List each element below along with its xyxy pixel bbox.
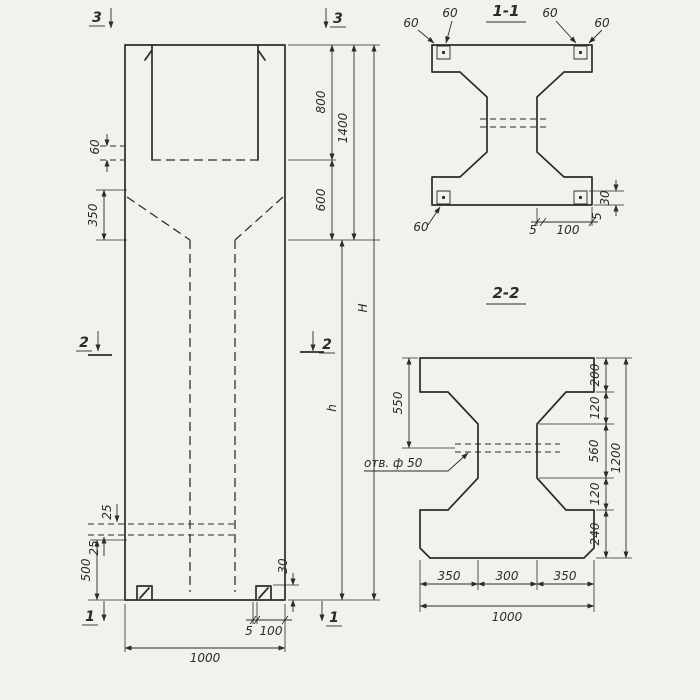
dim-ticks-foot <box>249 615 289 625</box>
hole-hidden-lines <box>455 443 560 453</box>
column-outline <box>124 44 286 601</box>
sec1-dim-5: 5 <box>529 223 537 237</box>
dim-25-bottom: 25 <box>87 540 101 555</box>
section-1-1-web-hidden-lines <box>480 118 546 128</box>
hidden-edge-lines <box>126 159 284 592</box>
sec2-dim-120-lower: 120 <box>588 482 602 505</box>
sec1-dim-60-tr-inner: 60 <box>542 6 558 20</box>
sec2-dim-350-left: 350 <box>438 569 461 583</box>
embedded-plates <box>436 45 588 205</box>
plate-anchor-dot <box>578 195 583 200</box>
section-marker-1: 1 1 <box>82 601 342 627</box>
leader-60-top-right-inner <box>555 20 577 44</box>
sec1-dim-60-tl-inner: 60 <box>442 6 458 20</box>
section-1-1-outline <box>431 44 593 206</box>
sec2-dim-550: 550 <box>391 391 405 414</box>
dim-60: 60 <box>88 139 102 155</box>
dim-100: 100 <box>260 624 283 638</box>
dim-500: 500 <box>79 558 93 581</box>
dim-350: 350 <box>86 203 100 226</box>
hidden-detail-lines <box>88 145 237 536</box>
dim-h: h <box>325 404 339 412</box>
dim-5: 5 <box>245 624 253 638</box>
leader-60-bottom-left <box>427 206 441 226</box>
dim-H: H <box>356 303 370 312</box>
dim-1400: 1400 <box>336 112 350 143</box>
sec2-dim-200: 200 <box>588 363 602 386</box>
sec2-dim-240: 240 <box>588 522 602 545</box>
plate-anchor-dot <box>441 50 446 55</box>
dim-1000: 1000 <box>190 651 221 665</box>
elevation-view: 60 350 25 25 500 30 5 100 1000 800 600 1… <box>76 8 380 665</box>
section-marker-2: 2 2 <box>76 331 335 356</box>
section-1-1-bottom-dim-ticks <box>533 217 596 227</box>
sec1-dim-60-tr-outer: 60 <box>594 16 610 30</box>
section-1-1-title: 1-1 <box>492 2 519 20</box>
marker-2-left-label: 2 <box>79 335 89 351</box>
marker-1-left-label: 1 <box>85 609 95 625</box>
section-marker-3: 3 3 <box>89 8 346 29</box>
leader-60-top-left-outer <box>417 29 435 44</box>
leader-60-top-right-outer <box>588 29 603 44</box>
section-2-2-title: 2-2 <box>492 284 519 302</box>
dim-25-top: 25 <box>100 504 114 519</box>
sec2-dim-560: 560 <box>587 439 601 462</box>
dim-600: 600 <box>314 188 328 211</box>
sec2-dim-1200: 1200 <box>609 442 623 473</box>
plate-anchor-dot <box>441 195 446 200</box>
sec1-dim-60-tl-outer: 60 <box>403 16 419 30</box>
leader-60-top-left-inner <box>445 20 453 44</box>
sec1-dim-30: 30 <box>598 190 612 206</box>
sec2-dim-350-right: 350 <box>554 569 577 583</box>
sec2-dim-300: 300 <box>496 569 519 583</box>
hole-label: отв. ф 50 <box>364 456 423 470</box>
section-2-2-view: 2-2 550 200 120 560 120 240 1200 350 300… <box>364 284 632 624</box>
sec1-dim-60-bottom: 60 <box>413 220 429 234</box>
section-1-1-extension-lines <box>536 190 624 226</box>
marker-1-right-label: 1 <box>329 610 339 626</box>
marker-2-right-label: 2 <box>322 337 332 353</box>
plate-anchor-dot <box>578 50 583 55</box>
dim-800: 800 <box>314 90 328 113</box>
hole-label-leader <box>364 452 469 472</box>
sec1-dim-5-right: 5 <box>590 212 604 220</box>
section-2-2-outline <box>419 357 595 559</box>
sec2-dim-1000: 1000 <box>492 610 523 624</box>
marker-3-right-label: 3 <box>333 11 343 27</box>
marker-3-left-label: 3 <box>92 10 102 26</box>
section-1-1-view: 1-1 60 60 60 60 60 5 100 30 5 <box>403 2 624 237</box>
sec2-dim-120-upper: 120 <box>588 396 602 419</box>
sec1-dim-100: 100 <box>557 223 580 237</box>
dim-30: 30 <box>276 558 290 574</box>
